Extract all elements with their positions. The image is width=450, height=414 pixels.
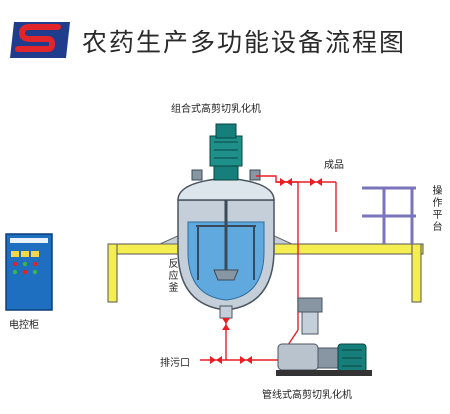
- operation-platform-label: 操作平台: [430, 185, 441, 233]
- page-title: 农药生产多功能设备流程图: [82, 28, 407, 57]
- reactor-vessel: [177, 177, 275, 319]
- product-label: 成品: [324, 160, 344, 171]
- inline-mixer-label: 管线式高剪切乳化机: [262, 390, 352, 401]
- control-cabinet: [5, 233, 53, 311]
- control-cabinet-label: 电控柜: [9, 320, 39, 331]
- top-mixer-label: 组合式高剪切乳化机: [171, 104, 261, 115]
- valves: [210, 178, 322, 364]
- reactor-label: 反应釜: [166, 258, 177, 294]
- company-logo: [10, 22, 70, 58]
- top-high-shear-mixer: [191, 123, 261, 181]
- drain-label: 排污口: [160, 358, 190, 369]
- operation-platform-frame: [362, 186, 416, 244]
- inline-high-shear-mixer: [276, 297, 372, 376]
